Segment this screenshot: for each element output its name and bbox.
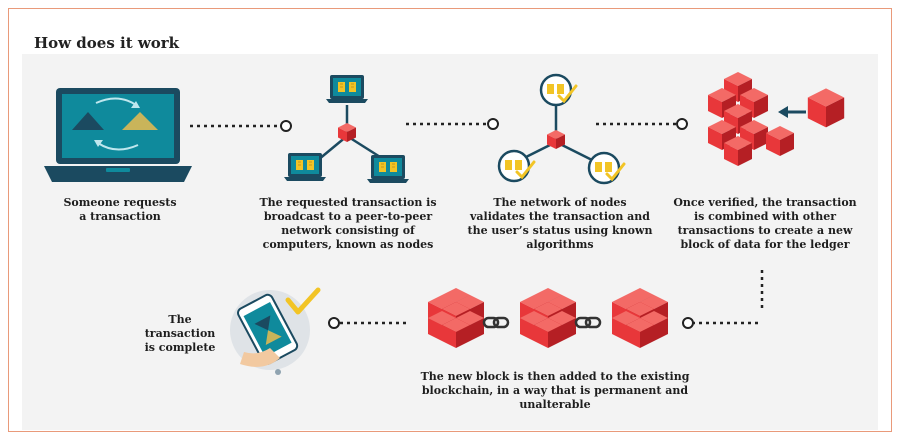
page-title: How does it work <box>34 34 180 52</box>
step-2-caption: The requested transaction is broadcast t… <box>259 196 437 251</box>
step-6-caption: The transaction is complete <box>144 313 216 354</box>
connector-node <box>682 317 694 329</box>
laptop-icon <box>44 88 192 182</box>
step-3-caption: The network of nodes validates the trans… <box>467 196 653 251</box>
block-creation-icon <box>708 72 845 166</box>
chain-link-icon <box>482 316 510 329</box>
step-1-caption: Someone requests a transaction <box>63 196 177 223</box>
connector-node <box>280 120 292 132</box>
network-broadcast-icon <box>283 74 410 184</box>
connector-node <box>487 118 499 130</box>
chain-link-icon <box>574 316 602 329</box>
step-4-caption: Once verified, the transaction is combin… <box>673 196 857 251</box>
blockchain-icon <box>428 288 668 348</box>
connector-node <box>328 317 340 329</box>
phone-complete-icon <box>230 287 321 375</box>
connector-node <box>676 118 688 130</box>
network-validation-icon <box>497 73 626 185</box>
step-5-caption: The new block is then added to the exist… <box>420 370 690 411</box>
